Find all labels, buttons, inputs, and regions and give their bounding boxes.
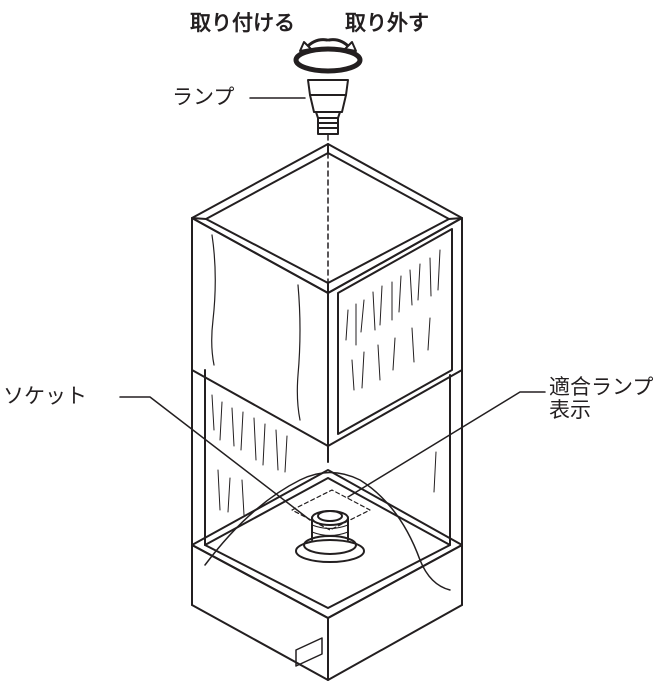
lamp-label: ランプ bbox=[172, 85, 235, 109]
compatible-lamp-leader-line bbox=[347, 391, 546, 498]
base-label-plate bbox=[295, 637, 323, 667]
lamp-bulb bbox=[307, 79, 349, 135]
remove-label: 取り外す bbox=[345, 11, 429, 35]
rotate-arrows-icon bbox=[293, 38, 363, 74]
glass-hatching bbox=[345, 249, 441, 391]
lower-frame bbox=[191, 369, 463, 681]
socket bbox=[291, 489, 371, 563]
attach-label: 取り付ける bbox=[190, 11, 295, 35]
socket-leader-line bbox=[119, 396, 311, 521]
compatible-lamp-label-line2: 表示 bbox=[549, 398, 591, 422]
socket-label: ソケット bbox=[3, 384, 87, 408]
upper-box bbox=[191, 143, 463, 447]
compatible-lamp-label: 適合ランプ bbox=[549, 375, 654, 399]
